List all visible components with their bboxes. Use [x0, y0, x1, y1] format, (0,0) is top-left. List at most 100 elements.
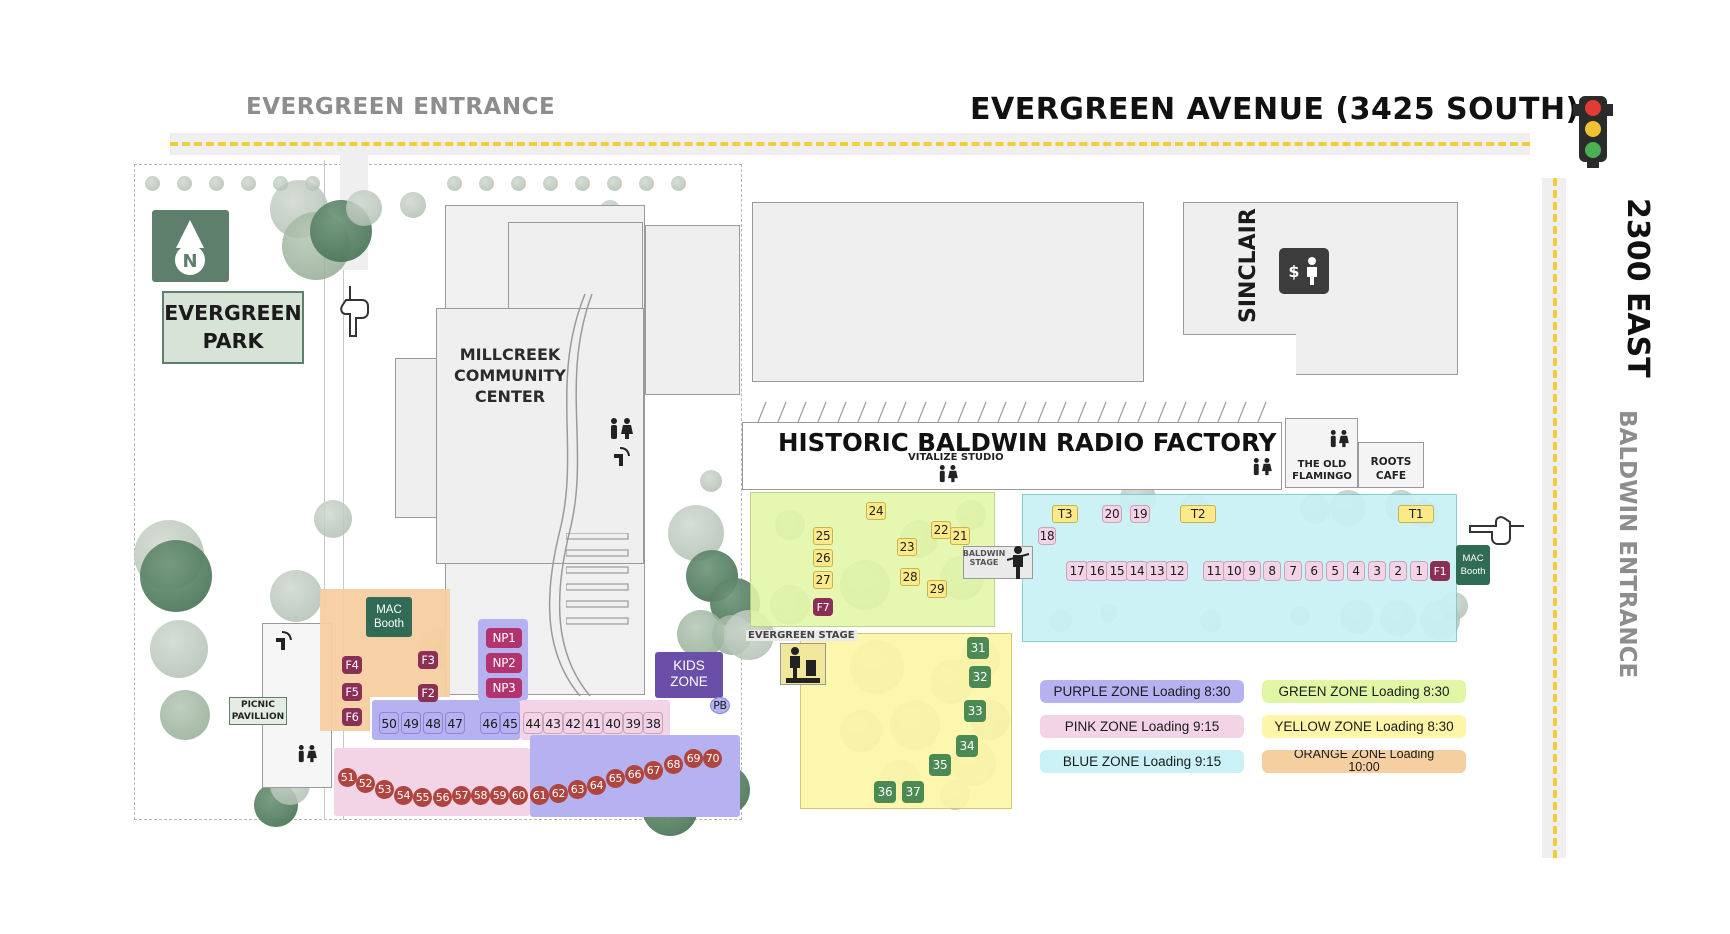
booth-f3: F3 — [418, 651, 438, 669]
evergreen-avenue-center-line — [170, 142, 1530, 146]
tree — [575, 176, 590, 191]
tree — [145, 176, 160, 191]
tree — [346, 190, 382, 226]
booth-47: 47 — [445, 712, 465, 734]
roots-cafe-label: ROOTS CAFE — [1370, 456, 1412, 482]
evergreen-stage-label: EVERGREEN STAGE — [746, 630, 857, 641]
parking-hatch — [752, 400, 1272, 424]
restroom-icon — [1251, 458, 1273, 480]
booth-f2: F2 — [418, 684, 438, 702]
restroom-icon — [608, 418, 634, 444]
booth-10: 10 — [1223, 561, 1245, 581]
pb-booth: PB — [710, 697, 730, 714]
booth-67: 67 — [644, 761, 663, 780]
booth-15: 15 — [1106, 561, 1128, 581]
booth-38: 38 — [643, 712, 663, 734]
2300-east-label: 2300 EAST — [1620, 198, 1655, 378]
tree — [305, 176, 320, 191]
tree — [140, 540, 212, 612]
tree — [160, 690, 210, 740]
tree — [479, 176, 494, 191]
park-path — [324, 160, 344, 820]
booth-59: 59 — [490, 786, 509, 805]
booth-29: 29 — [927, 580, 947, 598]
booth-16: 16 — [1086, 561, 1108, 581]
booth-8: 8 — [1263, 561, 1281, 581]
booth-np1: NP1 — [486, 628, 522, 648]
booth-45: 45 — [500, 712, 520, 734]
mac-booth-west — [366, 597, 412, 637]
traffic-light-icon — [1573, 94, 1613, 168]
tree — [400, 192, 426, 218]
tree — [209, 176, 224, 191]
booth-np2: NP2 — [486, 653, 522, 673]
sinclair-label: SINCLAIR — [1236, 208, 1261, 324]
booth-28: 28 — [900, 568, 920, 586]
booth-5: 5 — [1326, 561, 1344, 581]
legend-item: GREEN ZONE Loading 8:30 — [1262, 680, 1466, 703]
booth-64: 64 — [587, 776, 606, 795]
booth-34: 34 — [956, 735, 978, 757]
booth-52: 52 — [356, 774, 375, 793]
booth-3: 3 — [1368, 561, 1386, 581]
booth-66: 66 — [625, 765, 644, 784]
restroom-icon — [937, 465, 959, 487]
booth-f5: F5 — [342, 683, 362, 701]
booth-65: 65 — [606, 769, 625, 788]
musician-icon — [786, 646, 820, 688]
booth-68: 68 — [664, 755, 683, 774]
booth-32: 32 — [969, 666, 991, 688]
booth-46: 46 — [480, 712, 500, 734]
booth-22: 22 — [931, 521, 951, 539]
booth-9: 9 — [1243, 561, 1261, 581]
community-center-curve — [520, 290, 640, 700]
kids-zone-label: KIDS ZONE — [670, 658, 708, 689]
atm-dollar-sign: $ — [1288, 261, 1300, 281]
tree — [671, 176, 686, 191]
booth-19: 19 — [1130, 505, 1150, 523]
community-center-wing-2 — [645, 225, 740, 395]
booth-42: 42 — [563, 712, 583, 734]
booth-61: 61 — [530, 786, 549, 805]
booth-31: 31 — [967, 637, 989, 659]
old-flamingo-building — [1285, 418, 1358, 488]
tree — [700, 470, 722, 492]
booth-44: 44 — [523, 712, 543, 734]
booth-18: 18 — [1038, 527, 1056, 545]
booth-41: 41 — [583, 712, 603, 734]
booth-4: 4 — [1347, 561, 1365, 581]
water-fountain-icon — [272, 630, 294, 656]
booth-f1: F1 — [1430, 561, 1450, 581]
legend-item-label: PINK ZONE Loading 9:15 — [1064, 718, 1220, 734]
booth-24: 24 — [866, 502, 886, 520]
booth-20: 20 — [1102, 505, 1122, 523]
radio-factory-building — [742, 422, 1282, 490]
legend-item-label: GREEN ZONE Loading 8:30 — [1278, 683, 1450, 699]
kids-zone — [655, 652, 723, 698]
warehouse-building — [752, 202, 1144, 382]
restroom-icon — [296, 745, 318, 767]
legend-item-label: BLUE ZONE Loading 9:15 — [1062, 753, 1222, 769]
booth-57: 57 — [452, 786, 471, 805]
booth-26: 26 — [813, 549, 833, 567]
booth-f7: F7 — [813, 598, 833, 616]
old-flamingo-label: THE OLD FLAMINGO — [1292, 459, 1352, 482]
community-center-annex — [436, 308, 644, 564]
baldwin-stage-label: BALDWIN STAGE — [962, 549, 1006, 567]
booth-12: 12 — [1166, 561, 1188, 581]
picnic-pavillion-sign — [229, 697, 287, 725]
legend-item-label: YELLOW ZONE Loading 8:30 — [1274, 718, 1454, 734]
tree — [150, 620, 208, 678]
booth-36: 36 — [874, 781, 896, 803]
booth-14: 14 — [1126, 561, 1148, 581]
booth-25: 25 — [813, 527, 833, 545]
community-center-wing-1 — [508, 222, 643, 322]
booth-37: 37 — [902, 781, 924, 803]
musician-icon — [1005, 546, 1031, 584]
mac-booth-west-label: MAC Booth — [373, 604, 405, 630]
tree — [639, 176, 654, 191]
legend-item-label: ORANGE ZONE Loading 10:00 — [1293, 750, 1435, 773]
booth-np3: NP3 — [486, 678, 522, 698]
pointing-hand-icon — [1466, 512, 1526, 552]
booth-43: 43 — [543, 712, 563, 734]
